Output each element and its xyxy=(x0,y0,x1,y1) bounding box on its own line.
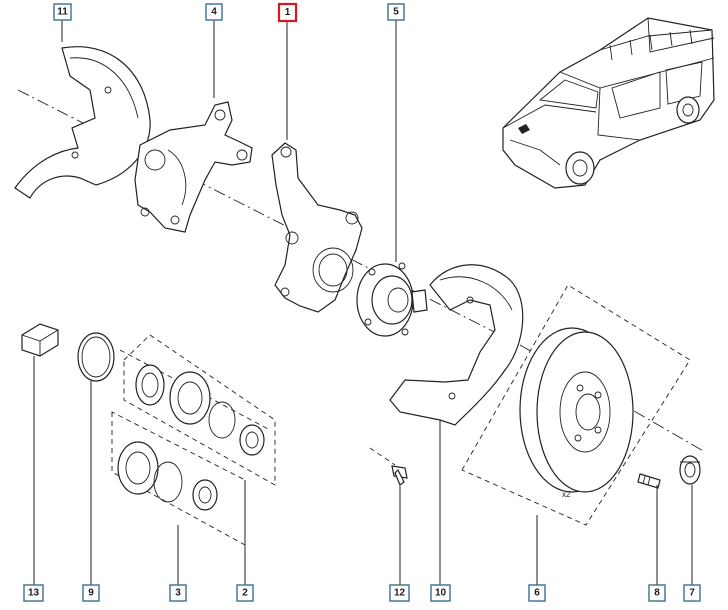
svg-text:10: 10 xyxy=(435,588,447,599)
svg-text:4: 4 xyxy=(211,7,217,18)
brake-disc: x2 xyxy=(461,284,691,526)
bearing-kit-upper xyxy=(123,334,276,486)
steering-knuckle-left xyxy=(271,142,363,313)
dust-shield-lower xyxy=(389,264,524,426)
shield-bolt xyxy=(391,465,408,486)
quantity-note: x2 xyxy=(562,490,571,499)
leader-lines xyxy=(33,20,693,585)
callout-7[interactable]: 7 xyxy=(683,584,701,602)
callout-6[interactable]: 6 xyxy=(528,584,546,602)
svg-text:7: 7 xyxy=(689,588,695,599)
callout-2[interactable]: 2 xyxy=(236,584,254,602)
bearing-kit-lower xyxy=(111,411,246,546)
svg-text:8: 8 xyxy=(654,588,660,599)
dust-shield-upper xyxy=(14,46,151,199)
svg-text:9: 9 xyxy=(88,588,94,599)
callout-4[interactable]: 4 xyxy=(205,3,223,21)
callout-13[interactable]: 13 xyxy=(23,584,44,602)
callout-5[interactable]: 5 xyxy=(387,3,405,21)
svg-text:1: 1 xyxy=(285,7,291,18)
hub-nut xyxy=(679,455,701,485)
callout-3[interactable]: 3 xyxy=(169,584,187,602)
svg-text:3: 3 xyxy=(175,588,181,599)
callout-1-selected[interactable]: 1 xyxy=(277,2,298,23)
callout-12[interactable]: 12 xyxy=(389,584,410,602)
circlip xyxy=(77,332,115,382)
callout-10[interactable]: 10 xyxy=(430,584,451,602)
grease-sachet xyxy=(21,323,59,357)
svg-text:2: 2 xyxy=(242,588,248,599)
callout-8[interactable]: 8 xyxy=(648,584,666,602)
wheel-hub xyxy=(356,262,428,337)
vehicle-illustration xyxy=(502,17,715,189)
svg-text:12: 12 xyxy=(394,588,406,599)
steering-knuckle-right xyxy=(134,101,253,233)
svg-text:11: 11 xyxy=(57,7,68,18)
disc-screw xyxy=(637,473,661,489)
svg-text:6: 6 xyxy=(534,588,540,599)
callout-11[interactable]: 11 xyxy=(53,3,72,21)
callout-9[interactable]: 9 xyxy=(82,584,100,602)
svg-text:5: 5 xyxy=(393,7,399,18)
svg-text:13: 13 xyxy=(28,588,40,599)
